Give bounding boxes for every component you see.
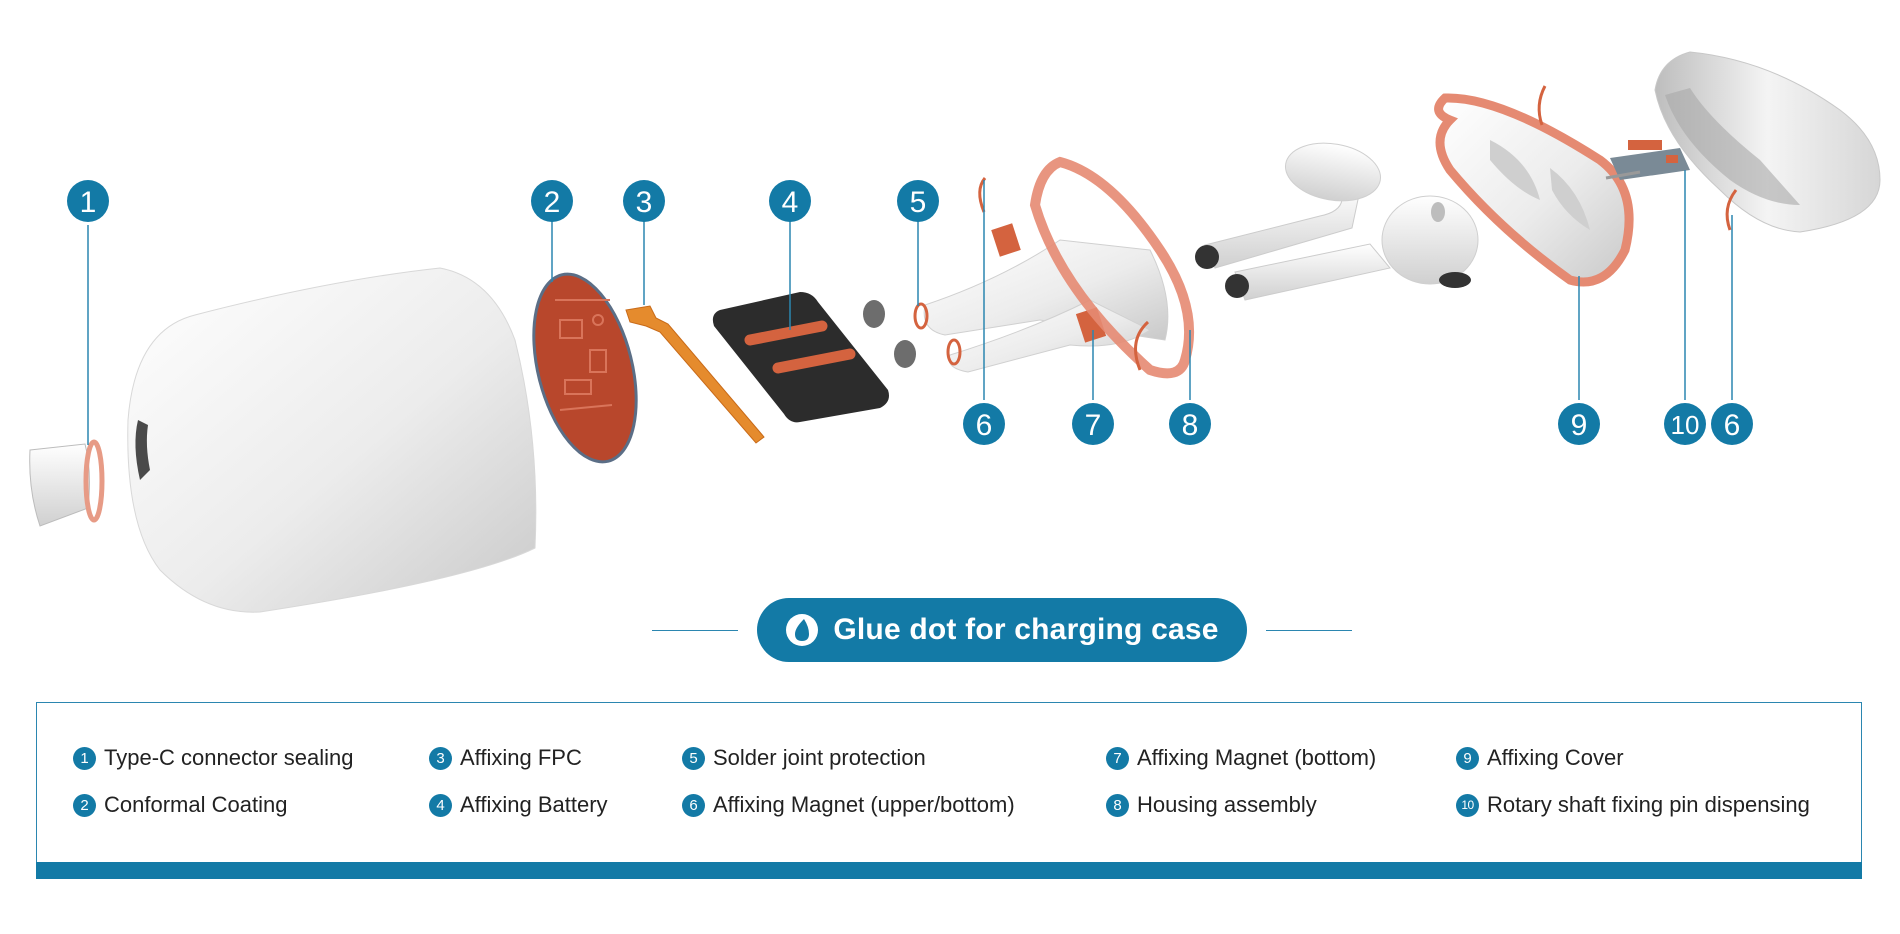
legend-item-3: 3 Affixing FPC [429, 745, 582, 771]
legend-num-3: 3 [429, 746, 452, 770]
legend-item-7: 7 Affixing Magnet (bottom) [1106, 745, 1376, 771]
callout-3: 3 [623, 180, 665, 222]
cover-frame [1434, 85, 1634, 287]
svg-text:6: 6 [1724, 409, 1741, 442]
legend-num-5: 5 [682, 746, 705, 770]
callout-7: 7 [1072, 403, 1114, 445]
legend-item-5: 5 Solder joint protection [682, 745, 926, 771]
legend-num-6: 6 [682, 793, 705, 817]
legend-panel [36, 702, 1862, 862]
small-magnets [863, 300, 916, 368]
legend-label-8: Housing assembly [1137, 792, 1317, 817]
glue-drop-icon [786, 614, 819, 646]
title-banner: Glue dot for charging case [757, 598, 1247, 662]
callout-6: 6 [963, 403, 1005, 445]
legend-item-1: 1 Type-C connector sealing [73, 745, 353, 771]
legend-label-2: Conformal Coating [104, 792, 288, 817]
title-rule-left [652, 630, 738, 631]
legend-label-9: Affixing Cover [1487, 745, 1624, 770]
svg-text:4: 4 [782, 186, 799, 219]
legend-num-4: 4 [429, 793, 452, 817]
legend-label-4: Affixing Battery [460, 792, 608, 817]
legend-item-10: 10 Rotary shaft fixing pin dispensing [1456, 792, 1810, 818]
leader-lines [87, 170, 1733, 445]
svg-text:5: 5 [910, 186, 927, 219]
legend-label-1: Type-C connector sealing [104, 745, 354, 770]
earbuds [1195, 142, 1479, 301]
case-lid [1654, 51, 1881, 233]
svg-text:1: 1 [80, 186, 97, 219]
inner-tray [913, 156, 1195, 379]
callout-2: 2 [531, 180, 573, 222]
legend-item-9: 9 Affixing Cover [1456, 745, 1624, 771]
callout-6-lid: 6 [1711, 403, 1753, 445]
callout-10: 10 [1664, 403, 1706, 445]
fpc-ribbon [625, 305, 765, 444]
title-text: Glue dot for charging case [833, 613, 1219, 646]
charging-case-body [127, 267, 537, 613]
callout-9: 9 [1558, 403, 1600, 445]
legend-num-8: 8 [1106, 793, 1129, 817]
legend-num-2: 2 [73, 793, 96, 817]
case-port [135, 420, 150, 480]
title-rule-right [1266, 630, 1352, 631]
svg-text:8: 8 [1182, 409, 1199, 442]
legend-footer-bar [36, 862, 1862, 879]
svg-text:10: 10 [1671, 410, 1700, 440]
legend-num-1: 1 [73, 746, 96, 770]
legend-item-4: 4 Affixing Battery [429, 792, 608, 818]
callout-1: 1 [67, 180, 109, 222]
legend-label-10: Rotary shaft fixing pin dispensing [1487, 792, 1810, 817]
callout-4: 4 [769, 180, 811, 222]
svg-text:7: 7 [1085, 409, 1102, 442]
svg-text:6: 6 [976, 409, 993, 442]
legend-label-5: Solder joint protection [713, 745, 926, 770]
legend-item-2: 2 Conformal Coating [73, 792, 287, 818]
legend-label-3: Affixing FPC [460, 745, 582, 770]
svg-text:9: 9 [1571, 409, 1588, 442]
legend-num-9: 9 [1456, 746, 1479, 770]
legend-label-6: Affixing Magnet (upper/bottom) [713, 792, 1015, 817]
callout-8: 8 [1169, 403, 1211, 445]
svg-text:2: 2 [544, 186, 561, 219]
legend-item-8: 8 Housing assembly [1106, 792, 1317, 818]
legend-item-6: 6 Affixing Magnet (upper/bottom) [682, 792, 1015, 818]
pcb-board [532, 272, 638, 464]
battery [712, 292, 889, 423]
legend-num-7: 7 [1106, 746, 1129, 770]
hinge-parts [1605, 140, 1690, 180]
legend-num-10: 10 [1456, 793, 1479, 817]
svg-text:3: 3 [636, 186, 653, 219]
callout-5: 5 [897, 180, 939, 222]
type-c-connector [29, 439, 105, 527]
legend-label-7: Affixing Magnet (bottom) [1137, 745, 1377, 770]
